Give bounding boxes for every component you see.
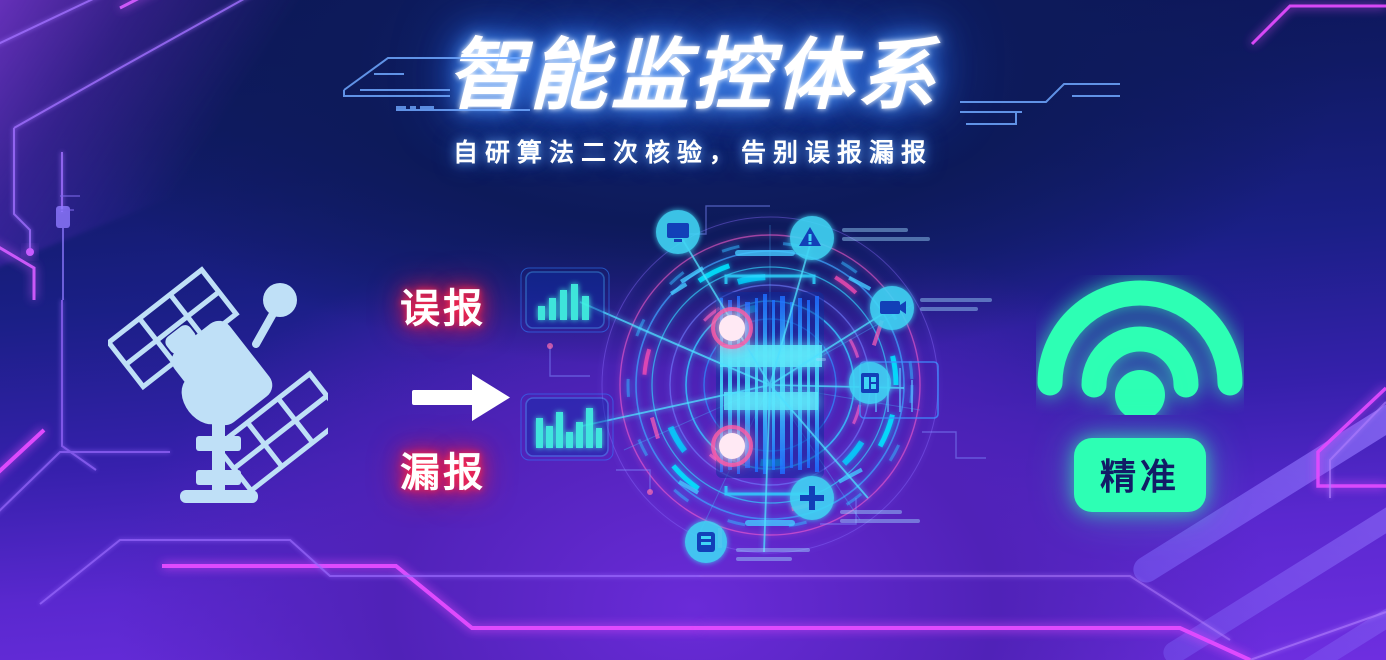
page-subtitle: 自研算法二次核验，告别误报漏报 — [452, 139, 933, 167]
hub-node-shield — [790, 476, 834, 520]
arrow-right-icon — [412, 374, 510, 421]
page-title: 智能监控体系 — [446, 31, 939, 121]
status-badge: 精准 — [1073, 438, 1206, 512]
title-deco-right — [960, 83, 1120, 125]
poster-header: 智能监控体系 自研算法二次核验，告别误报漏报 — [0, 0, 1386, 169]
hub-node-camera — [870, 286, 914, 330]
panel-bar-chart-lower — [520, 393, 614, 461]
title-deco-left — [343, 57, 530, 111]
hub-node-alert — [790, 216, 834, 260]
wifi-signal-icon — [1037, 280, 1243, 420]
problem-label-missed-alarm: 漏报 — [400, 451, 486, 495]
result-section: 精准 — [1020, 275, 1260, 520]
problem-label-false-alarm: 误报 — [400, 287, 486, 331]
ai-analysis-hub — [520, 205, 992, 563]
satellite-icon — [108, 266, 328, 503]
hub-node-server — [849, 362, 891, 404]
hub-node-monitor — [656, 210, 700, 254]
hub-node-database — [685, 521, 727, 563]
problem-section: 误报 漏报 — [100, 250, 530, 520]
panel-bar-chart-upper — [520, 267, 610, 333]
